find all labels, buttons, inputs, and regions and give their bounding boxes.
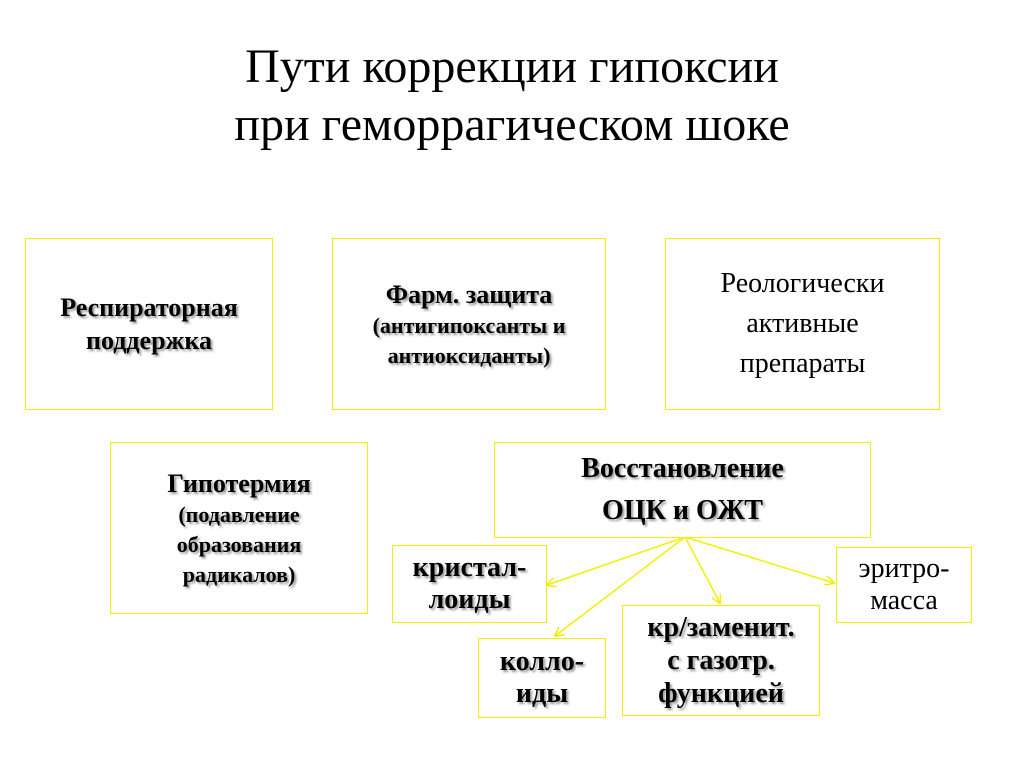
blood-substitutes-line-3: функцией [658, 678, 784, 709]
erythro-line-2: масса [870, 585, 938, 616]
pharm-line-2: (антигипоксанты и [372, 312, 566, 338]
pharm-protection-box: Фарм. защита (антигипоксанты и антиоксид… [332, 238, 606, 410]
hypothermia-line-4: радикалов) [182, 561, 296, 587]
rheology-line-2: активные [746, 308, 859, 339]
respiratory-support-box: Респираторная поддержка [25, 238, 273, 410]
page-title: Пути коррекции гипоксии при геморрагичес… [0, 38, 1024, 154]
rheology-line-3: препараты [739, 348, 866, 379]
title-line-2: при геморрагическом шоке [234, 98, 790, 151]
erythro-line-1: эритро- [858, 553, 950, 584]
erythro-box: эритро- масса [836, 547, 972, 623]
colloids-line-1: колло- [499, 646, 585, 677]
blood-substitutes-line-2: с газотр. [667, 645, 775, 676]
blood-substitutes-line-1: кр/заменит. [647, 612, 795, 643]
rheology-line-1: Реологически [720, 268, 885, 299]
blood-substitutes-box: кр/заменит. с газотр. функцией [622, 605, 820, 716]
hypothermia-line-3: образования [176, 531, 302, 557]
pharm-line-3: антиоксиданты) [387, 342, 551, 368]
hypothermia-line-2: (подавление [178, 501, 300, 527]
arrow-to-erythro [684, 536, 834, 583]
title-line-1: Пути коррекции гипоксии [245, 40, 779, 93]
rheology-box: Реологически активные препараты [665, 238, 940, 410]
arrow-to-crystalloids [547, 536, 686, 585]
restore-line-2: ОЦК и ОЖТ [602, 495, 763, 526]
respiratory-line-1: Респираторная [60, 293, 238, 322]
arrow-to-blood-substitutes [684, 536, 720, 603]
colloids-box: колло- иды [478, 638, 606, 718]
hypothermia-line-1: Гипотермия [167, 468, 311, 498]
respiratory-line-2: поддержка [86, 326, 212, 355]
colloids-line-2: иды [515, 678, 569, 709]
restore-line-1: Восстановление [581, 453, 784, 484]
crystalloids-box: кристал- лоиды [392, 545, 547, 623]
crystalloids-line-2: лоиды [428, 584, 511, 615]
hypothermia-box: Гипотермия (подавление образования радик… [110, 442, 368, 614]
crystalloids-line-1: кристал- [412, 552, 527, 583]
restore-volume-box: Восстановление ОЦК и ОЖТ [494, 442, 871, 538]
pharm-line-1: Фарм. защита [385, 279, 553, 309]
arrow-to-colloids [555, 536, 686, 636]
